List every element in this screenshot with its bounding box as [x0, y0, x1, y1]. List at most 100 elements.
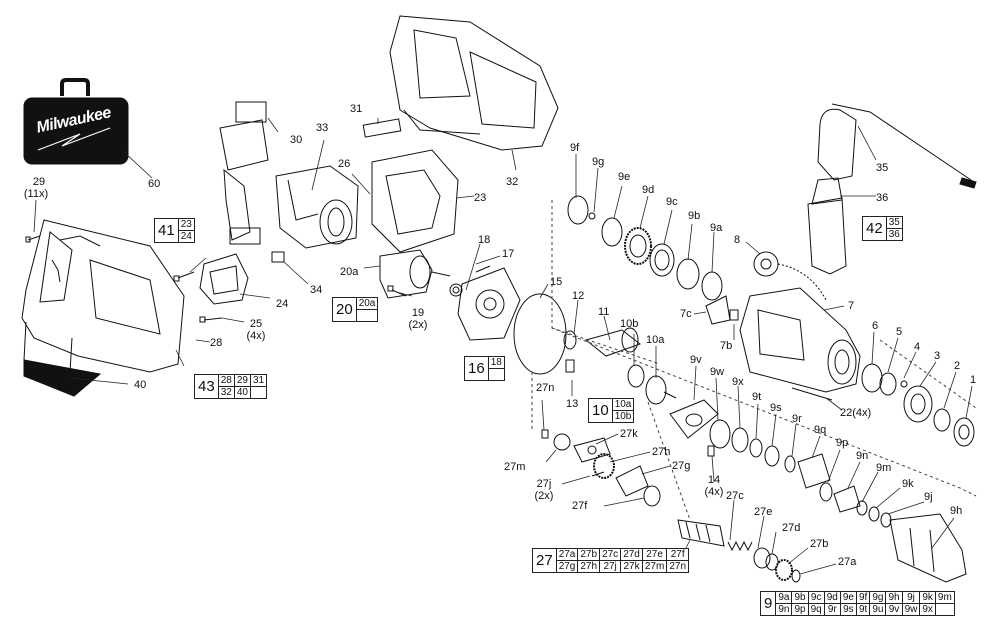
kit-27-item: 27m	[641, 560, 668, 573]
plate-27k	[573, 437, 611, 463]
label-27b: 27b	[810, 538, 829, 550]
kit-9-item: 9m	[934, 591, 955, 604]
crank-27g	[615, 465, 649, 497]
oring-15	[513, 293, 567, 375]
label-31: 31	[350, 103, 363, 115]
label-7: 7	[848, 300, 855, 312]
gear-9d	[624, 227, 652, 265]
label-18: 18	[478, 234, 491, 246]
kit-10: 10 10a 10b	[588, 398, 635, 423]
label-9f: 9f	[570, 142, 580, 154]
label-9p: 9p	[836, 437, 849, 449]
label-4: 4	[914, 341, 921, 353]
gear-10a	[645, 375, 677, 405]
label-9w: 9w	[710, 366, 725, 378]
kit-42: 42 35 36	[862, 216, 903, 241]
kit-9-item: 9t	[855, 603, 871, 616]
label-12: 12	[572, 290, 585, 302]
kit-27-item: 27a	[555, 548, 579, 561]
piston-9q	[797, 453, 831, 489]
label-14-qty: (4x)	[704, 486, 724, 498]
label-9q: 9q	[814, 424, 827, 436]
kit-27: 27 27a 27b 27c 27d 27e 27f 27g 27h 27j 2…	[532, 548, 690, 573]
kit-20-number: 20	[332, 297, 357, 322]
label-60: 60	[148, 178, 161, 190]
leader-lines	[33, 117, 973, 575]
label-32: 32	[506, 176, 519, 188]
ring-9s	[764, 445, 780, 467]
kit-27-item: 27j	[599, 560, 622, 573]
kit-27-item: 27d	[620, 548, 643, 561]
label-9j: 9j	[924, 491, 933, 503]
kit-27-item: 27h	[577, 560, 601, 573]
kit-9-item: 9k	[919, 591, 936, 604]
label-9r: 9r	[792, 413, 802, 425]
gear-case-32	[389, 15, 559, 151]
kit-9-item: 9g	[869, 591, 887, 604]
switch-30	[219, 101, 269, 245]
clutch-27b	[775, 559, 793, 581]
label-27d: 27d	[782, 522, 801, 534]
striker-9n	[833, 485, 861, 513]
pin-13	[565, 359, 575, 373]
kit-9-item: 9r	[823, 603, 841, 616]
plate-16	[457, 267, 521, 341]
pin-17	[475, 265, 491, 273]
spring-7b	[729, 309, 739, 321]
label-27j: 27j	[536, 478, 552, 490]
label-5: 5	[896, 326, 903, 338]
motor-33	[275, 165, 359, 249]
side-handle-36	[807, 103, 977, 275]
label-9n: 9n	[856, 450, 869, 462]
label-29-qty: (11x)	[23, 188, 49, 200]
label-33: 33	[316, 122, 329, 134]
label-27n: 27n	[536, 382, 555, 394]
ring-9w	[709, 419, 731, 449]
label-28: 28	[210, 337, 223, 349]
ring-9p	[819, 482, 833, 502]
kit-9-item: 9h	[885, 591, 903, 604]
label-1: 1	[970, 374, 977, 386]
kit-9-item: 9c	[807, 591, 825, 604]
label-9a: 9a	[710, 222, 723, 234]
label-27a: 27a	[838, 556, 857, 568]
ring-9t	[749, 438, 763, 458]
ring-9e	[601, 217, 623, 247]
screw-28	[173, 271, 195, 282]
label-27m: 27m	[504, 461, 526, 473]
ring-2	[933, 408, 951, 432]
kit-41: 41 23 24	[154, 218, 195, 243]
kit-43-item: 29	[233, 374, 251, 387]
sleeve-3	[903, 385, 933, 423]
kit-9-item: 9a	[775, 591, 793, 604]
ring-9r	[784, 455, 796, 473]
label-40: 40	[134, 379, 147, 391]
gear-27h	[593, 453, 615, 479]
cap-1	[953, 417, 975, 447]
label-7b: 7b	[720, 340, 733, 352]
label-29: 29	[32, 176, 46, 188]
kit-27-item: 27c	[599, 548, 622, 561]
label-27c: 27c	[726, 490, 744, 502]
label-20a: 20a	[340, 266, 359, 278]
label-10b: 10b	[620, 318, 639, 330]
ring-9x	[731, 427, 749, 453]
kit-9-item: 9j	[901, 591, 921, 604]
kit-41-item: 24	[177, 230, 195, 243]
label-27k: 27k	[620, 428, 638, 440]
label-27g: 27g	[672, 460, 691, 472]
label-36: 36	[876, 192, 889, 204]
kit-9-item: 9e	[839, 591, 857, 604]
screw-25	[199, 316, 223, 323]
pad-31	[362, 118, 402, 138]
label-24: 24	[276, 298, 289, 310]
kit-43-number: 43	[194, 374, 219, 399]
screws-22	[791, 387, 833, 401]
kit-41-item: 23	[177, 218, 195, 231]
label-22: 22(4x)	[840, 407, 872, 419]
label-25: 25	[249, 318, 263, 330]
bearing-27f	[643, 485, 661, 507]
kit-9-number: 9	[759, 591, 777, 616]
screw-14	[707, 445, 715, 457]
